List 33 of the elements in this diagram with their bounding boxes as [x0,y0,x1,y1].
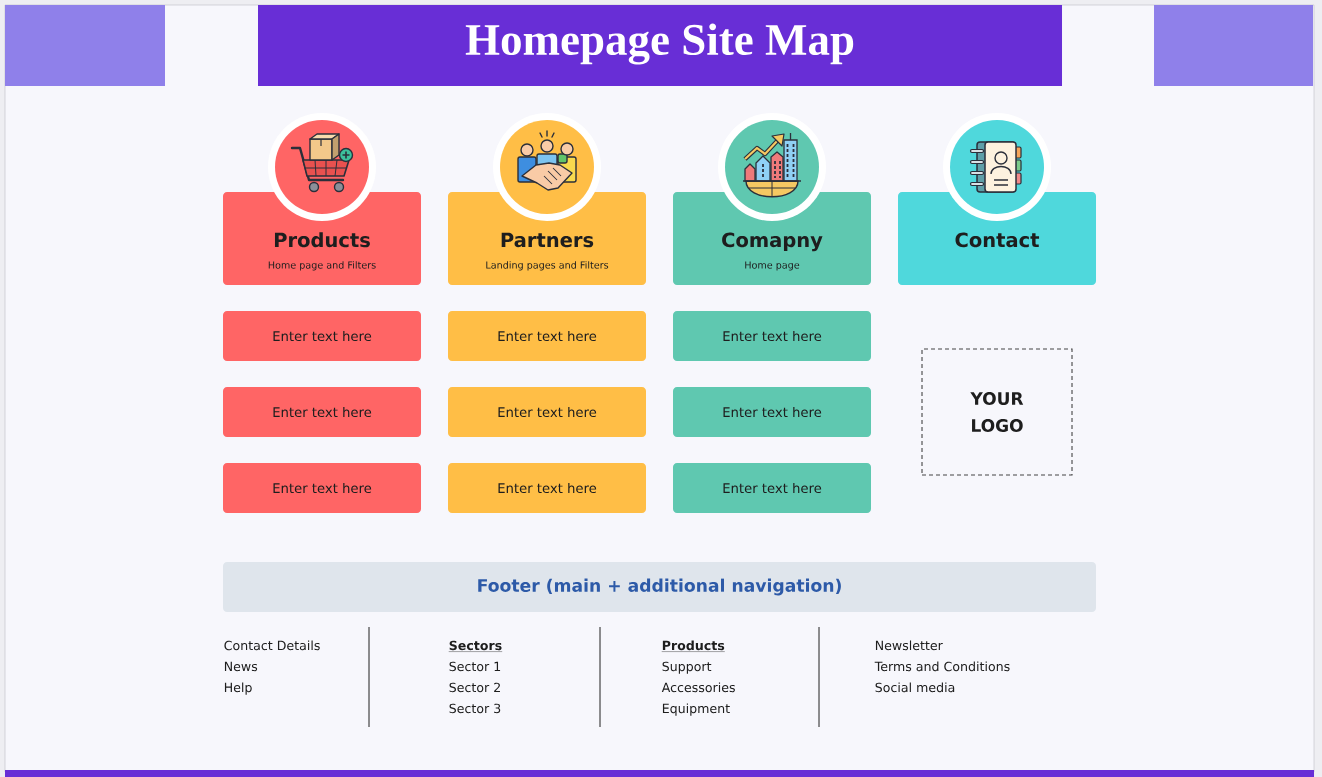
card-title: Partners [501,232,594,248]
placeholder-field: YOUR LOGO [921,348,1073,476]
text-box: Enter text here [448,463,646,513]
card-subtitle: Home page and Filters [268,261,376,271]
text-box: Enter text here [223,463,421,513]
card-title: Products [275,232,370,248]
text-box: Enter text here [673,387,871,437]
footer-link: Support [662,661,712,674]
text-box: Enter text here [673,311,871,361]
footer-link: Newsletter [875,640,943,651]
text-box: Enter text here [223,387,421,437]
title-band: Homepage Site Map [258,5,1062,86]
card-title: Contact [955,232,1040,248]
column-heading: Sectors [448,640,503,652]
card-subtitle: Home page [745,261,800,271]
footer-link: Help [224,682,252,695]
footer-link: Sector 2 [449,682,500,693]
column-heading: Products [661,640,725,652]
footer-link: Sector 1 [449,661,501,672]
footer-link: Accessories [661,682,735,693]
text-box: Enter text here [448,387,646,437]
footer-link: News [224,661,258,672]
text-box: Enter text here [223,311,421,361]
footer-link: Sector 3 [449,703,501,714]
card-title: Comapny [722,232,823,252]
footer-link: Terms and Conditions [874,661,1010,672]
footer-link: Equipment [662,703,730,716]
footer-band: Footer (main + additional navigation) [223,562,1096,612]
footer-link: Social media [875,682,955,693]
card-subtitle: Landing pages and Filters [486,261,609,271]
footer-link: Contact Details [224,640,320,651]
text-box: Enter text here [673,463,871,513]
text-box: Enter text here [448,311,646,361]
